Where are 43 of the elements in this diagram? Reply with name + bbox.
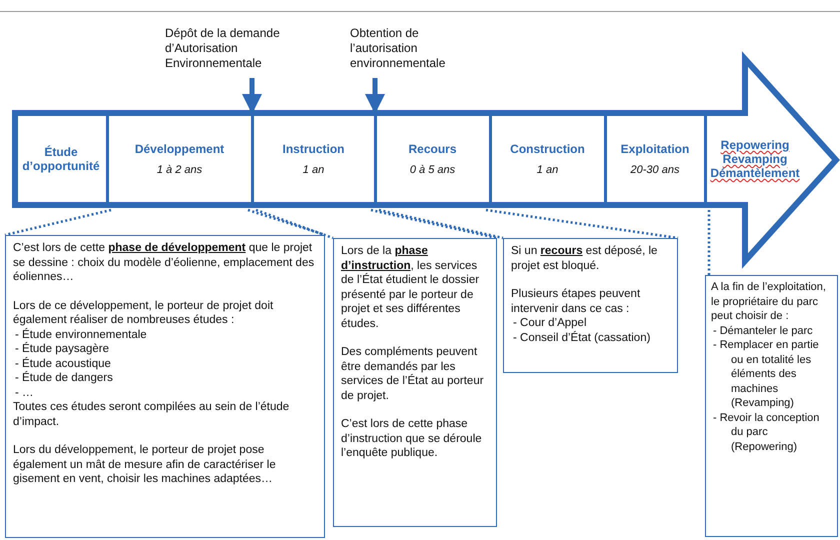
phase-duration: 1 an: [536, 164, 558, 176]
callout-text: Si un recours est déposé, le projet est bloqué.: [511, 244, 658, 273]
callout-text: C’est lors de cette phase de développement que le projet se dessine : choix du modèle d’éolienne, emplacement des éoliennes…: [13, 241, 316, 284]
list-item: - Conseil d’État (cassation): [512, 330, 652, 345]
phase-title: Revamping: [722, 152, 788, 166]
callout-box: [5, 235, 325, 538]
callout-text: Des compléments peuvent être demandés par les services de l’État au porteur de projet.: [341, 345, 485, 403]
milestone-label: Obtention de l’autorisation environnementale: [350, 26, 446, 71]
phase-title: Démantèlement: [710, 166, 800, 180]
phase-title: Recours: [408, 142, 457, 156]
callout-text: Plusieurs étapes peuvent intervenir dans ce cas :: [511, 287, 642, 316]
phase-title: Construction: [510, 142, 585, 156]
list-item: - Démanteler le parc: [712, 324, 814, 338]
list-item: - Étude acoustique: [14, 356, 112, 371]
callout-text: Lors de la phase d’instruction, les services de l’État étudient le dossier présenté par le porteur de projet et ses différentes études.: [341, 244, 480, 331]
leader-line: [254, 208, 498, 240]
leader-line: [378, 208, 680, 240]
phase-duration: 0 à 5 ans: [410, 164, 456, 176]
phase-title: Instruction: [282, 142, 344, 156]
list-item: - …: [14, 386, 35, 400]
list-item: - Revoir la conception du parc (Repowering): [712, 410, 820, 454]
callout-box: [705, 275, 838, 537]
phase-duration: 1 an: [302, 164, 324, 176]
phase-title: Repowering: [720, 138, 790, 152]
phase-title: Étude d’opportunité: [21, 145, 101, 173]
list-item: - Remplacer en partie ou en totalité les éléments des machines (Revamping): [712, 338, 820, 410]
phase-duration: 1 à 2 ans: [156, 164, 202, 176]
list-item: - Étude de dangers: [14, 371, 114, 386]
list-item: - Étude paysagère: [14, 342, 110, 356]
callout-box: [503, 238, 678, 373]
phase-duration: 20-30 ans: [630, 164, 680, 176]
phase-title: Développement: [134, 142, 224, 156]
milestone-label: Dépôt de la demande d’Autorisation Environnementale: [165, 26, 281, 71]
callout-text: Toutes ces études seront compilées au sein de l’étude d’impact.: [13, 400, 290, 429]
list-item: - Étude environnementale: [14, 328, 148, 342]
leader-line: [708, 210, 710, 275]
callout-box: [333, 238, 497, 527]
callout-text: A la fin de l’exploitation, le propriétaire du parc peut choisir de :: [711, 280, 827, 324]
callout-text: Lors du développement, le porteur de projet pose également un mât de mesure afin de caractériser le gisement en vent, choisir les machines adaptées…: [13, 443, 277, 486]
phase-title: Exploitation: [620, 142, 690, 156]
list-item: - Cour d’Appel: [512, 316, 588, 330]
callout-text: Lors de ce développement, le porteur de projet doit également réaliser de nombreuses études :: [13, 298, 274, 328]
callout-text: C’est lors de cette phase d’instruction que se déroule l’enquête publique.: [341, 417, 483, 460]
